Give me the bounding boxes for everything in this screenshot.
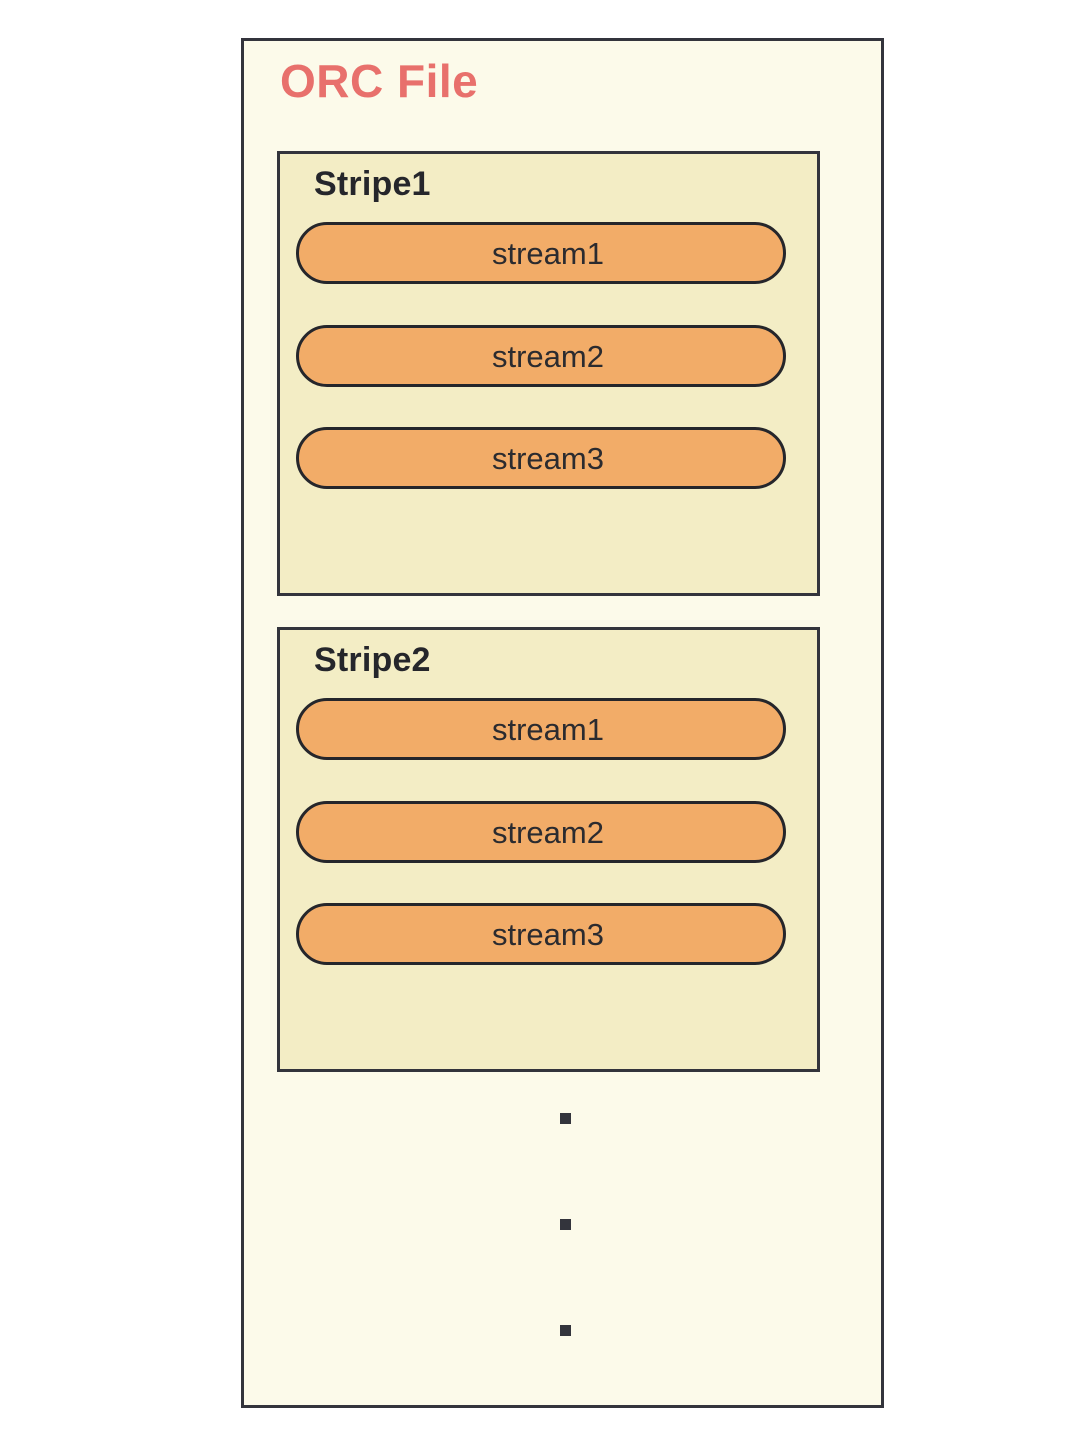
stripe-box-1: Stripe1 stream1 stream2 stream3: [277, 151, 820, 596]
stripe-title: Stripe2: [314, 641, 431, 679]
stream-pill: stream1: [296, 222, 786, 284]
stream-pill: stream2: [296, 325, 786, 387]
vertical-ellipsis-icon: [560, 1113, 571, 1124]
stream-label: stream3: [492, 916, 604, 952]
stream-pill: stream3: [296, 427, 786, 489]
stream-label: stream2: [492, 338, 604, 374]
stream-label: stream1: [492, 235, 604, 271]
stream-label: stream2: [492, 814, 604, 850]
stripe-title: Stripe1: [314, 165, 431, 203]
stream-pill: stream3: [296, 903, 786, 965]
orc-file-container: ORC File Stripe1 stream1 stream2 stream3…: [241, 38, 884, 1408]
stripe-box-2: Stripe2 stream1 stream2 stream3: [277, 627, 820, 1072]
stream-pill: stream1: [296, 698, 786, 760]
vertical-ellipsis-icon: [560, 1325, 571, 1336]
stream-pill: stream2: [296, 801, 786, 863]
orc-file-title: ORC File: [280, 55, 479, 107]
stream-label: stream1: [492, 711, 604, 747]
stream-label: stream3: [492, 440, 604, 476]
vertical-ellipsis-icon: [560, 1219, 571, 1230]
